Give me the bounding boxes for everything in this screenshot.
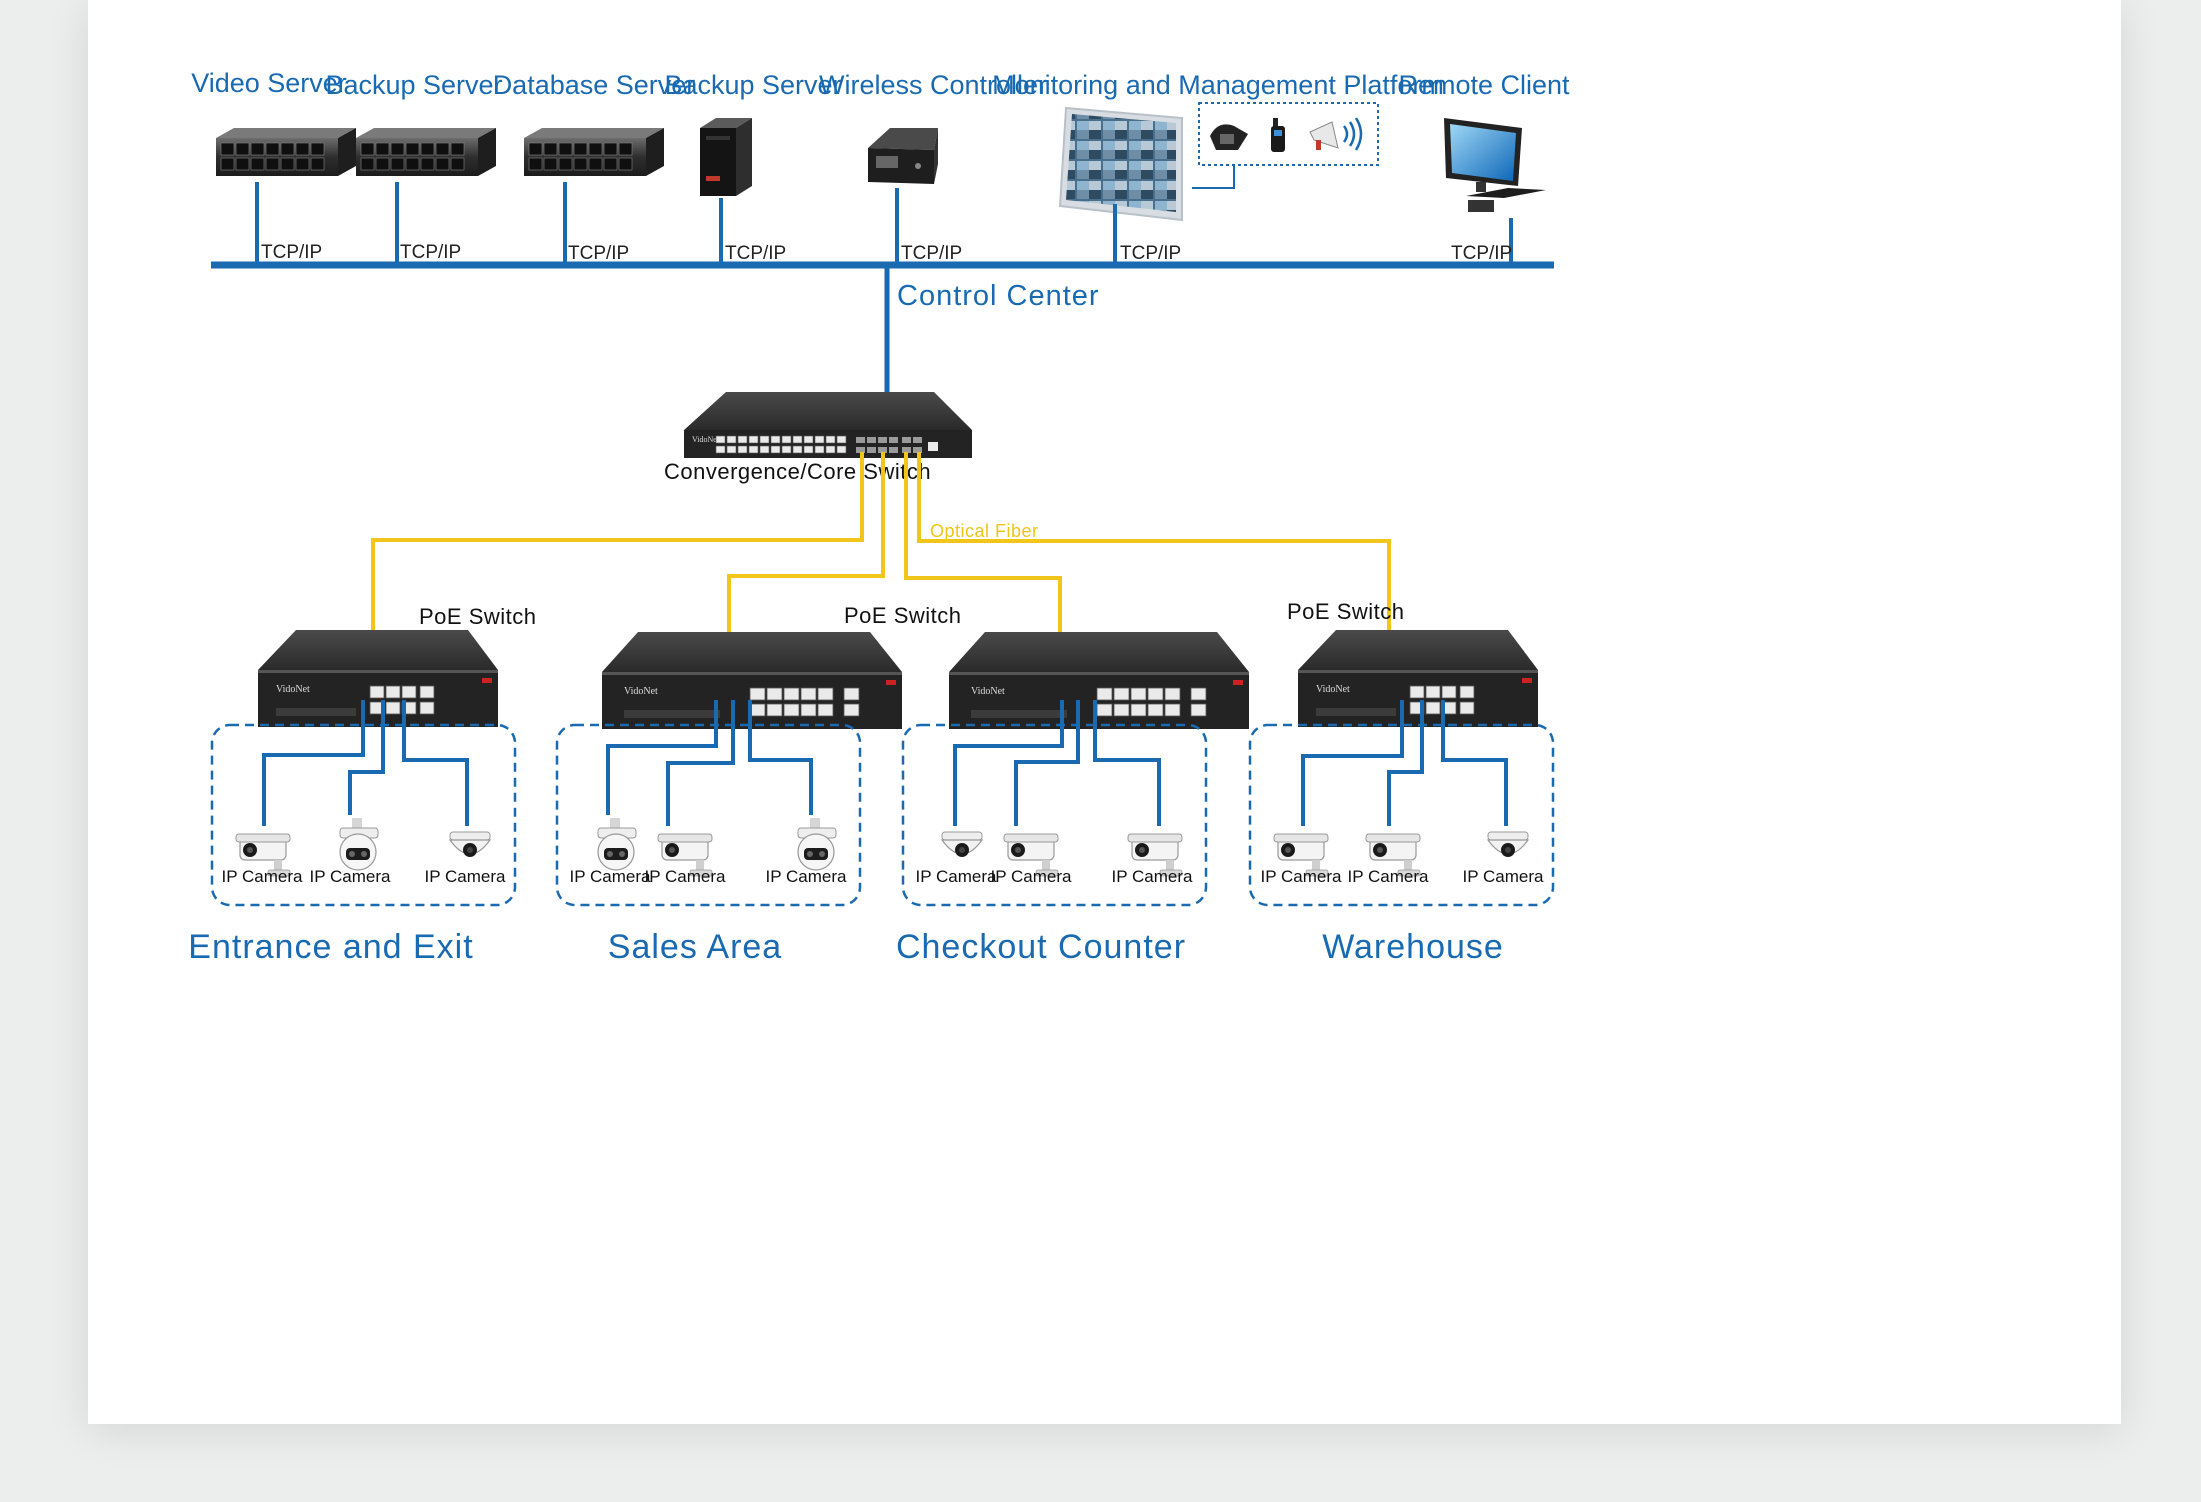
- area-box-warehouse: [1248, 723, 1555, 907]
- area-title-warehouse: Warehouse: [1322, 928, 1504, 966]
- area-title-sales: Sales Area: [608, 928, 782, 966]
- optical-fiber-label: Optical Fiber: [930, 521, 1039, 541]
- dome-camera-icon: [941, 831, 983, 858]
- camera-label: IP Camera: [991, 867, 1072, 886]
- camera-label: IP Camera: [425, 867, 506, 886]
- server-title-remote-client: Remote Client: [1398, 70, 1570, 100]
- ptz-camera-icon: [797, 817, 837, 871]
- area-box-sales: [555, 723, 862, 907]
- wireless-controller-icon: [868, 128, 938, 184]
- camera-label: IP Camera: [1261, 867, 1342, 886]
- camera-label: IP Camera: [310, 867, 391, 886]
- fiber-link-sales: [727, 452, 885, 632]
- camera-label: IP Camera: [222, 867, 303, 886]
- database-server-icon: [523, 127, 665, 177]
- area-title-entrance: Entrance and Exit: [188, 928, 473, 966]
- camera-label: IP Camera: [1463, 867, 1544, 886]
- dome-camera-icon: [1487, 831, 1529, 858]
- poe-switch-icon: [1297, 629, 1539, 728]
- protocol-label: TCP/IP: [1120, 243, 1181, 264]
- megaphone-icon: [1309, 117, 1363, 151]
- protocol-label: TCP/IP: [725, 243, 786, 264]
- network-topology-diagram: VidoNet VidoNet: [188, 68, 1570, 966]
- camera-label: IP Camera: [645, 867, 726, 886]
- core-switch-label: Convergence/Core Switch: [664, 459, 931, 484]
- server-title-backup-1: Backup Server: [325, 70, 502, 100]
- video-wall-icon: [1058, 106, 1183, 222]
- telephone-icon: [1210, 124, 1248, 150]
- svg-text:VidoNet: VidoNet: [692, 435, 720, 444]
- desktop-computer-icon: [1444, 118, 1546, 212]
- poe-switch-label: PoE Switch: [1287, 599, 1405, 624]
- area-title-checkout: Checkout Counter: [896, 928, 1186, 966]
- poe-switch-icon: [948, 631, 1250, 730]
- backup-server-rack-icon: [355, 127, 497, 177]
- server-title-monitoring-platform: Monitoring and Management Platform: [992, 70, 1444, 100]
- tower-server-icon: [700, 118, 752, 196]
- server-title-backup-2: Backup Server: [664, 70, 841, 100]
- fiber-link-entrance: [371, 452, 864, 632]
- video-server-icon: [215, 127, 357, 177]
- server-title-video: Video Server: [191, 68, 347, 98]
- protocol-label: TCP/IP: [261, 242, 322, 263]
- control-center-label: Control Center: [897, 280, 1100, 312]
- protocol-label: TCP/IP: [568, 243, 629, 264]
- camera-label: IP Camera: [766, 867, 847, 886]
- server-title-wireless-controller: Wireless Controller: [819, 70, 1047, 100]
- poe-switch-icon: [257, 629, 499, 728]
- camera-label: IP Camera: [916, 867, 997, 886]
- protocol-label: TCP/IP: [901, 243, 962, 264]
- camera-label: IP Camera: [1112, 867, 1193, 886]
- poe-switch-label: PoE Switch: [844, 603, 962, 628]
- fiber-link-warehouse: [917, 452, 1391, 632]
- area-box-checkout: [901, 723, 1208, 907]
- ptz-camera-icon: [597, 817, 637, 871]
- fiber-link-checkout: [904, 452, 1062, 632]
- diagram-card: VidoNet VidoNet: [88, 0, 2121, 1424]
- protocol-label: TCP/IP: [400, 242, 461, 263]
- dome-camera-icon: [449, 831, 491, 858]
- camera-label: IP Camera: [1348, 867, 1429, 886]
- core-switch-icon: VidoNet: [684, 392, 972, 458]
- protocol-label: TCP/IP: [1451, 243, 1512, 264]
- ptz-camera-icon: [339, 817, 379, 871]
- poe-switch-label: PoE Switch: [419, 604, 537, 629]
- camera-label: IP Camera: [570, 867, 651, 886]
- radio-icon: [1271, 118, 1285, 152]
- area-box-entrance: [210, 723, 517, 907]
- server-title-database: Database Server: [493, 70, 696, 100]
- comm-devices-box: [1198, 102, 1379, 166]
